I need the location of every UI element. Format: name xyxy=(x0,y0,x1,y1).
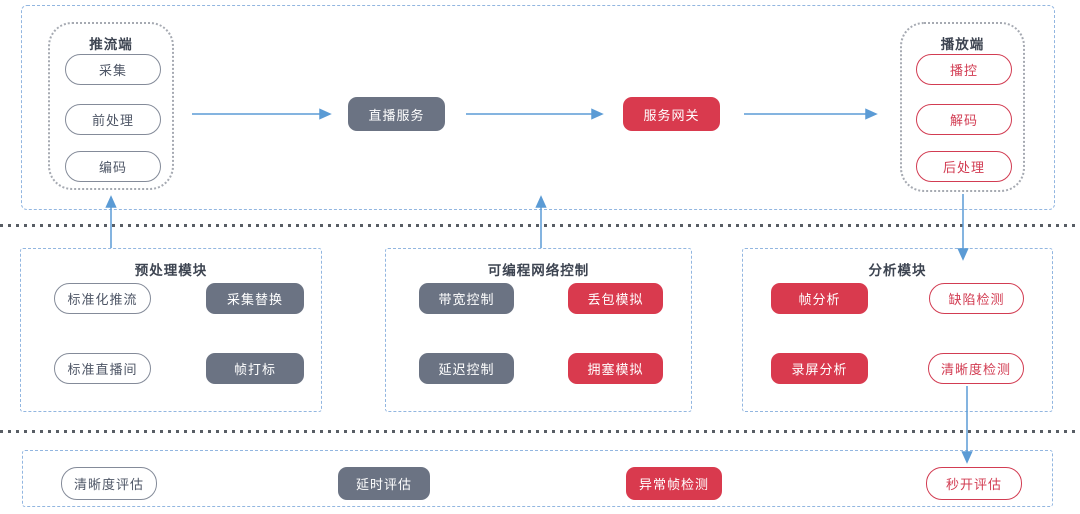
node-capture: 采集 xyxy=(65,54,161,85)
divider-bottom xyxy=(0,430,1080,433)
module-network-control-title: 可编程网络控制 xyxy=(487,263,590,278)
node-clarity-detection: 清晰度检测 xyxy=(928,353,1024,384)
node-live-service: 直播服务 xyxy=(348,97,445,131)
evaluation-container: 清晰度评估 延时评估 异常帧检测 秒开评估 xyxy=(22,450,1053,507)
node-clarity-eval: 清晰度评估 xyxy=(61,467,157,500)
node-instant-open-eval: 秒开评估 xyxy=(926,467,1022,500)
node-latency-eval: 延时评估 xyxy=(338,467,430,500)
node-decode: 解码 xyxy=(916,104,1012,135)
module-network-control: 可编程网络控制 带宽控制 丢包模拟 延迟控制 拥塞模拟 xyxy=(385,248,692,412)
module-analysis: 分析模块 帧分析 缺陷检测 录屏分析 清晰度检测 xyxy=(742,248,1053,412)
player-group: 播放端 播控 解码 后处理 xyxy=(900,22,1025,192)
divider-top xyxy=(0,224,1080,227)
player-group-title: 播放端 xyxy=(940,37,985,52)
node-service-gateway: 服务网关 xyxy=(623,97,720,131)
node-postprocess: 后处理 xyxy=(916,151,1012,182)
pipeline-container xyxy=(21,5,1055,210)
node-delay-control: 延迟控制 xyxy=(419,353,514,384)
node-screen-record-analysis: 录屏分析 xyxy=(771,353,868,384)
module-preprocessing: 预处理模块 标准化推流 采集替换 标准直播间 帧打标 xyxy=(20,248,322,412)
node-play-control: 播控 xyxy=(916,54,1012,85)
node-capture-replace: 采集替换 xyxy=(206,283,304,314)
node-encode: 编码 xyxy=(65,151,161,182)
node-packet-loss-sim: 丢包模拟 xyxy=(568,283,663,314)
node-congestion-sim: 拥塞模拟 xyxy=(568,353,663,384)
module-preprocessing-title: 预处理模块 xyxy=(134,263,208,278)
node-abnormal-frame-detection: 异常帧检测 xyxy=(626,467,722,500)
node-standardized-push: 标准化推流 xyxy=(54,283,151,314)
node-preprocess: 前处理 xyxy=(65,104,161,135)
node-defect-detection: 缺陷检测 xyxy=(929,283,1024,314)
node-frame-tagging: 帧打标 xyxy=(206,353,304,384)
pusher-group: 推流端 采集 前处理 编码 xyxy=(48,22,174,190)
node-standard-room: 标准直播间 xyxy=(54,353,151,384)
node-frame-analysis: 帧分析 xyxy=(771,283,868,314)
pusher-group-title: 推流端 xyxy=(89,37,133,52)
module-analysis-title: 分析模块 xyxy=(868,263,927,278)
node-bandwidth-control: 带宽控制 xyxy=(419,283,514,314)
